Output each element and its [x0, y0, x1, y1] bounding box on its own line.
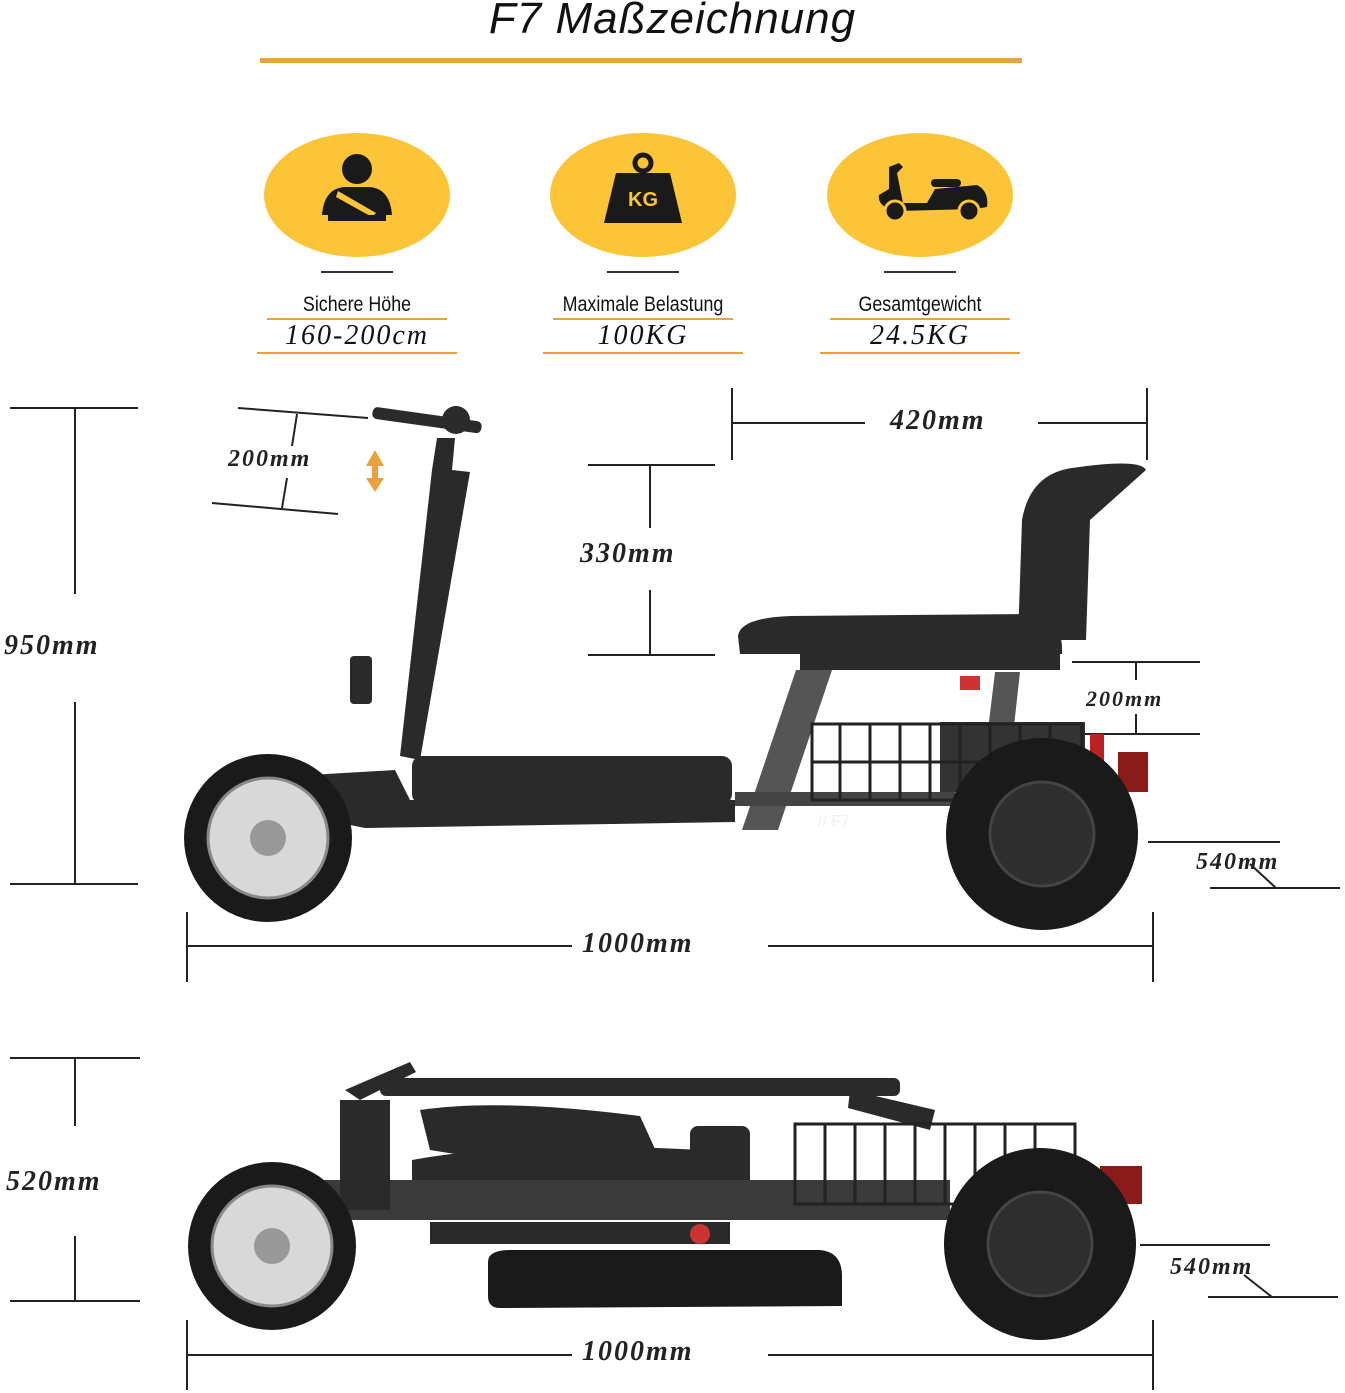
length-side-label: 1000mm [582, 928, 694, 959]
feature-max-load: KG Maximale Belastung 100KG [543, 133, 743, 354]
feature-label: Gesamtgewicht [858, 293, 982, 316]
feature-divider [321, 271, 393, 273]
svg-text:KG: KG [628, 189, 658, 211]
feature-divider [884, 271, 956, 273]
frame-mark: // F7 [818, 813, 850, 830]
scooter-icon [827, 133, 1013, 257]
label-underline [267, 318, 447, 320]
label-underline [830, 318, 1010, 320]
feature-value: 100KG [597, 320, 689, 351]
title-underline [260, 58, 1022, 63]
rear-width-folded-label: 540mm [1170, 1254, 1254, 1280]
scooter-side-view: // F7 [184, 406, 1148, 930]
feature-label: Maximale Belastung [562, 293, 724, 316]
feature-divider [607, 271, 679, 273]
feature-value: 24.5KG [870, 320, 970, 351]
feature-label: Sichere Höhe [302, 293, 412, 316]
handlebar-adjust-label: 200mm [228, 446, 312, 472]
kg-weight-icon: KG [550, 133, 736, 257]
page-title: F7 Maßzeichnung [488, 0, 857, 43]
height-950-label: 950mm [4, 630, 100, 661]
seated-person-icon [264, 133, 450, 257]
value-underline [820, 352, 1020, 354]
value-underline [543, 352, 743, 354]
rear-width-side-label: 540mm [1196, 849, 1280, 875]
scooter-folded-view [188, 1062, 1142, 1340]
label-underline [553, 318, 733, 320]
length-folded-label: 1000mm [582, 1336, 694, 1367]
feature-safe-height: Sichere Höhe 160-200cm [257, 133, 457, 354]
seat-adjust-label: 200mm [1086, 686, 1164, 711]
feature-total-weight: Gesamtgewicht 24.5KG [820, 133, 1020, 354]
height-520-label: 520mm [6, 1166, 102, 1197]
seat-width-label: 420mm [890, 405, 986, 436]
value-underline [257, 352, 457, 354]
backrest-height-label: 330mm [580, 538, 676, 569]
feature-value: 160-200cm [285, 320, 429, 351]
